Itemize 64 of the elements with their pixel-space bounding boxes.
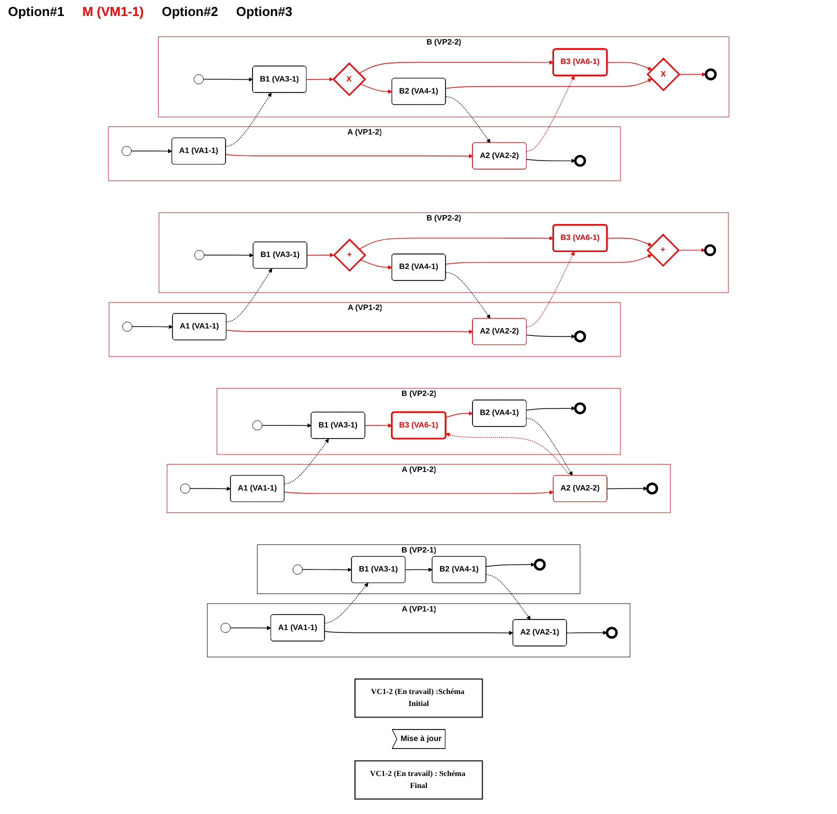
- node-circle: [121, 146, 132, 156]
- node-circle: [194, 250, 204, 260]
- arrow: [226, 268, 272, 322]
- arrow: [526, 334, 576, 339]
- node-circle: [220, 622, 230, 633]
- node-circle: [292, 564, 302, 575]
- arrow: [189, 486, 231, 491]
- arrow: [526, 418, 572, 476]
- node-circle: [534, 558, 546, 571]
- arrow: [262, 423, 312, 428]
- arrow: [445, 254, 652, 265]
- node-circle: [252, 420, 262, 430]
- arrow: [445, 432, 570, 476]
- arrow: [606, 238, 652, 246]
- arrow: [306, 77, 334, 82]
- arrow: [445, 96, 490, 144]
- arrow: [358, 236, 554, 250]
- arrow: [526, 251, 574, 328]
- arrow: [204, 253, 254, 258]
- option-label: Option#1: [8, 4, 64, 19]
- arrow: [284, 438, 329, 484]
- arrow: [526, 406, 576, 411]
- arrow: [360, 259, 392, 270]
- node-circle: [122, 322, 132, 332]
- arrow: [284, 490, 554, 495]
- arrow: [324, 582, 368, 624]
- arrow: [445, 272, 490, 319]
- arrow: [360, 84, 392, 94]
- arrow: [486, 562, 535, 567]
- option-label: Option#3: [236, 4, 292, 19]
- arrow: [324, 630, 514, 636]
- arrow: [404, 568, 432, 572]
- node-circle: [180, 484, 190, 494]
- node-circle: [646, 482, 658, 495]
- option-label: Option#2: [162, 4, 218, 19]
- arrow: [306, 252, 334, 258]
- arrow: [526, 76, 574, 152]
- arrow: [130, 149, 172, 154]
- node-circle: [574, 154, 586, 167]
- node-circle: [704, 68, 717, 80]
- arrow: [225, 92, 272, 147]
- node-circle: [193, 74, 204, 84]
- message-label: M (VM1-1): [82, 4, 144, 19]
- arrow: [486, 574, 530, 620]
- node-circle: [704, 244, 716, 256]
- arrow: [132, 324, 173, 329]
- arrow: [566, 630, 608, 635]
- arrow: [445, 78, 652, 89]
- arrow: [202, 77, 253, 82]
- arrow: [230, 626, 272, 630]
- arrow: [358, 60, 554, 74]
- arrow: [606, 486, 648, 491]
- arrow: [526, 158, 576, 163]
- arrow: [445, 411, 473, 418]
- arrow: [226, 330, 473, 334]
- node-circle: [574, 330, 586, 342]
- arrow: [302, 568, 352, 572]
- arrow: [606, 62, 652, 70]
- arrow: [364, 423, 392, 428]
- arrow: [678, 248, 706, 252]
- node-circle: [574, 402, 586, 414]
- node-circle: [606, 626, 618, 639]
- arrow: [225, 154, 473, 158]
- arrow: [678, 72, 706, 77]
